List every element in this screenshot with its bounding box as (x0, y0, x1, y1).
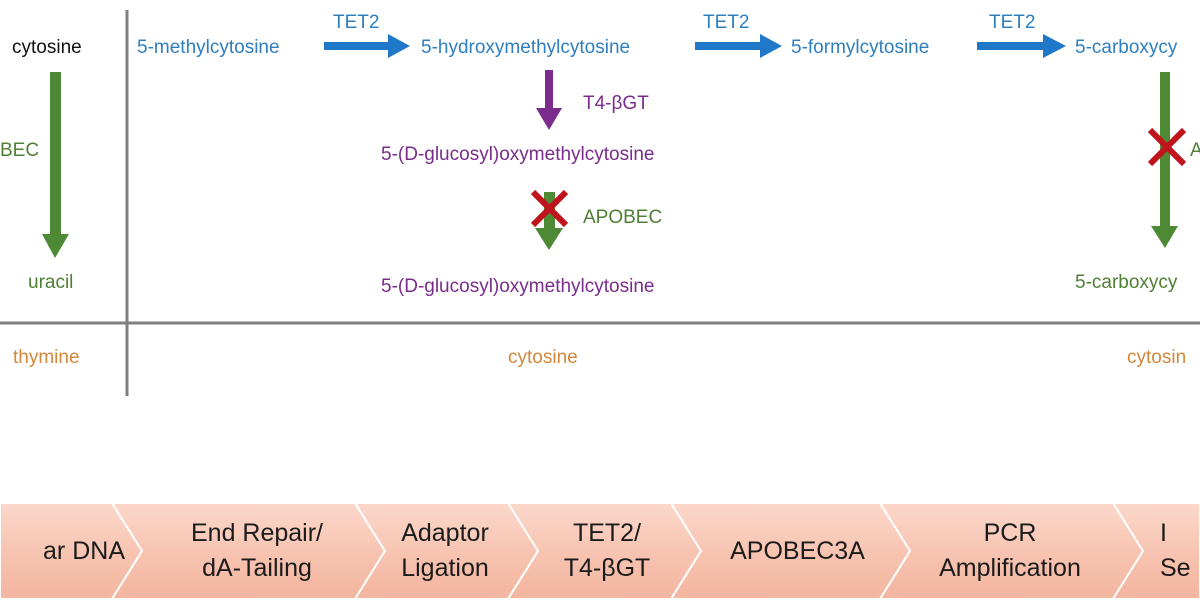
formylcytosine-label: 5-formylcytosine (791, 37, 930, 58)
glucosyl-label-2: 5-(D-glucosyl)oxymethylcytosine (381, 276, 655, 297)
carboxycytosine-result: 5-carboxycy (1075, 272, 1178, 293)
apobec-arrow-middle (535, 192, 563, 250)
workflow-step-7-shape (1111, 503, 1200, 599)
apobec-arrow-left (42, 72, 69, 258)
tet2-arrow-2 (695, 34, 782, 58)
tet2-label-3: TET2 (989, 12, 1036, 33)
cytosine-label: cytosine (12, 37, 82, 58)
workflow-step-label: Adaptor Ligation (401, 519, 489, 582)
workflow-step-6-shape (878, 503, 1145, 599)
cytosine-result-middle: cytosine (508, 347, 578, 368)
apobec-arrow-right (1151, 72, 1178, 248)
workflow-step-label: APOBEC3A (730, 536, 865, 565)
block-cross-middle (530, 189, 569, 228)
thymine-label: thymine (13, 347, 80, 368)
workflow-step-label: ar DNA (43, 536, 125, 565)
tet2-arrow-1 (324, 34, 410, 58)
workflow-step-label: End Repair/ dA-Tailing (190, 519, 324, 582)
workflow-step-4-shape (506, 503, 703, 599)
workflow-step-2-shape (110, 503, 387, 599)
workflow-step-label: I Se (1160, 519, 1191, 582)
uracil-label: uracil (28, 272, 74, 293)
workflow-step-label: TET2/ T4-βGT (563, 519, 651, 582)
apobec-label-left: BEC (0, 140, 40, 161)
tet2-label-1: TET2 (333, 12, 380, 33)
tet2-label-2: TET2 (703, 12, 750, 33)
block-cross-right (1147, 127, 1187, 167)
workflow-step-5-shape (669, 503, 912, 599)
workflow-step-label: PCR Amplification (939, 519, 1081, 582)
glucosyl-label-1: 5-(D-glucosyl)oxymethylcytosine (381, 144, 655, 165)
t4-bgt-label: T4-βGT (583, 93, 649, 114)
hydroxymethylcytosine-label: 5-hydroxymethylcytosine (421, 37, 631, 58)
bgt-arrow (536, 70, 562, 130)
methylcytosine-label: 5-methylcytosine (137, 37, 280, 58)
apobec-label-right: A (1190, 140, 1200, 161)
workflow-bar (0, 503, 1200, 599)
apobec-blocked-label: APOBEC (583, 207, 663, 228)
cytosine-result-right: cytosin (1127, 347, 1187, 368)
workflow-step-3-shape (353, 503, 540, 599)
carboxycytosine-label: 5-carboxycy (1075, 37, 1178, 58)
tet2-arrow-3 (977, 34, 1066, 58)
